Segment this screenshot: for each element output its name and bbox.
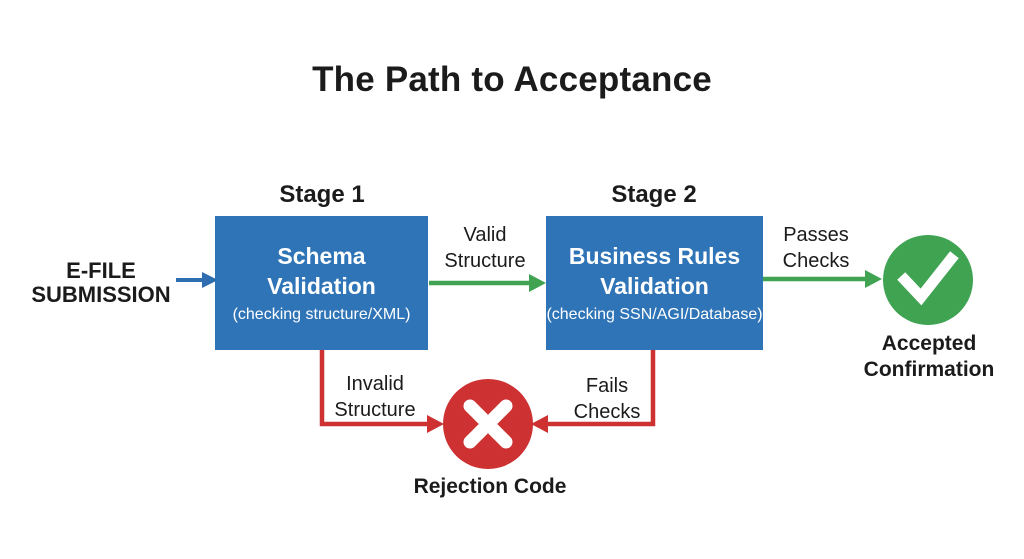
- stage2-box-subtitle: (checking SSN/AGI/Database): [546, 305, 763, 323]
- valid-structure-line2: Structure: [444, 250, 526, 273]
- passes-checks-line1: Passes: [783, 224, 849, 246]
- stage1-box-title-line1: Schema: [277, 243, 366, 270]
- fails-checks-line2: Checks: [573, 401, 641, 424]
- accepted-confirmation-line1: Accepted: [881, 332, 977, 355]
- efile-submission-line2: SUBMISSION: [31, 282, 171, 308]
- invalid-structure-line1: Invalid: [346, 373, 404, 395]
- efile-arrow-icon: [176, 272, 218, 288]
- stage2-box-title: Business Rules Validation: [569, 242, 740, 301]
- efile-submission-line1: E-FILE: [66, 258, 136, 283]
- fails-checks-label: Fails Checks: [574, 373, 641, 426]
- valid-structure-arrow-icon: [429, 274, 546, 292]
- passes-checks-label: Passes Checks: [783, 222, 850, 275]
- rejection-code-label: Rejection Code: [413, 475, 567, 498]
- fails-checks-line1: Fails: [585, 375, 629, 397]
- valid-structure-label: Valid Structure: [444, 222, 525, 275]
- stage2-box-business-rules-validation: Business Rules Validation (checking SSN/…: [546, 216, 763, 350]
- efile-submission-label: E-FILE SUBMISSION: [31, 258, 171, 308]
- accepted-confirmation-label: Accepted Confirmation: [864, 331, 995, 382]
- stage1-box-title: Schema Validation: [267, 242, 376, 301]
- invalid-structure-line2: Structure: [334, 399, 416, 422]
- invalid-structure-label: Invalid Structure: [334, 371, 415, 424]
- stage1-label: Stage 1: [279, 181, 365, 208]
- check-icon: [883, 235, 973, 325]
- stage1-box-title-line2: Validation: [267, 272, 376, 299]
- page-title: The Path to Acceptance: [312, 60, 712, 99]
- stage1-box-schema-validation: Schema Validation (checking structure/XM…: [215, 216, 428, 350]
- stage2-box-title-line2: Validation: [600, 272, 709, 299]
- passes-checks-line2: Checks: [782, 250, 850, 273]
- x-icon: [443, 379, 533, 469]
- stage2-box-title-line1: Business Rules: [568, 243, 741, 270]
- stage1-box-subtitle: (checking structure/XML): [232, 305, 411, 323]
- valid-structure-line1: Valid: [463, 224, 507, 246]
- stage2-label: Stage 2: [611, 181, 697, 208]
- accepted-confirmation-line2: Confirmation: [863, 357, 995, 381]
